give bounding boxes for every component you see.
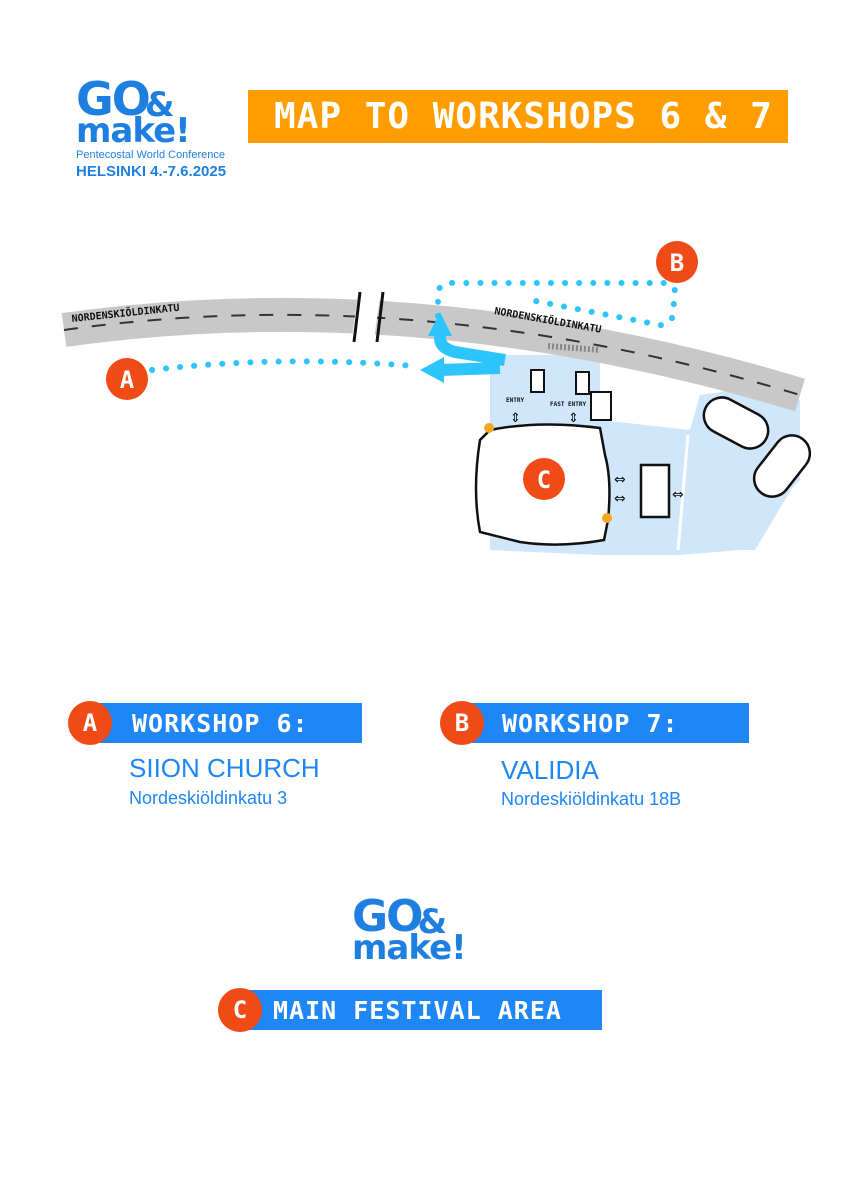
workshop-b-badge: B (440, 701, 484, 745)
festival-label: MAIN FESTIVAL AREA (273, 995, 562, 1025)
logo-make-text: make! (76, 111, 191, 151)
workshop-b-bar: WORKSHOP 7: (462, 703, 749, 743)
arrow-to-a (439, 362, 501, 376)
workshop-a-label: WORKSHOP 6: (132, 708, 309, 738)
center-logo-amp: & (417, 902, 448, 942)
logo-subtitle: Pentecostal World Conference (76, 148, 225, 161)
info-icon (602, 513, 612, 523)
svg-text:A: A (120, 366, 135, 394)
svg-text:C: C (537, 466, 551, 494)
center-logo-make: make! (352, 928, 467, 968)
entry-arrow-1: ⇕ (510, 411, 521, 426)
center-logo-go: GO (352, 891, 424, 942)
entry-arrow-2: ⇕ (568, 411, 579, 426)
logo-go-text: GO (76, 72, 151, 126)
side-arrow-1: ⇔ (614, 472, 626, 488)
center-logo: GO & make! (352, 891, 512, 968)
fast-entry-label: FAST ENTRY (550, 401, 587, 408)
page-title: MAP TO WORKSHOPS 6 & 7 (248, 90, 788, 143)
workshop-a-badge: A (68, 701, 112, 745)
info-icon (484, 423, 494, 433)
arrow-to-b (434, 335, 506, 366)
workshop-b-name: VALIDIA (501, 755, 599, 785)
festival-bar: MAIN FESTIVAL AREA (240, 990, 602, 1030)
workshop-a-bar: WORKSHOP 6: (90, 703, 362, 743)
workshop-b-address: Nordeskiöldinkatu 18B (501, 789, 682, 809)
route-a (149, 358, 417, 373)
workshop-a-address: Nordeskiöldinkatu 3 (129, 788, 288, 808)
marker-c (523, 458, 565, 500)
marker-b (656, 241, 698, 283)
side-arrow-2: ⇔ (614, 491, 626, 507)
logo: GO & make! Pentecostal World Conference … (76, 76, 236, 180)
logo-event: HELSINKI 4.-7.6.2025 (76, 162, 227, 180)
road (61, 297, 805, 412)
workshop-a-name: SIION CHURCH (129, 753, 320, 783)
entry-label: ENTRY (506, 397, 524, 404)
festival-badge: C (218, 988, 262, 1032)
side-arrow-3: ⇔ (672, 487, 684, 503)
svg-text:B: B (670, 249, 684, 277)
marker-a (106, 358, 148, 400)
map: NORDENSKIÖLDINKATU NORDENSKIÖLDINKATU ⇕ … (61, 241, 812, 555)
logo-amp-text: & (144, 85, 175, 125)
workshop-b-label: WORKSHOP 7: (502, 708, 679, 738)
